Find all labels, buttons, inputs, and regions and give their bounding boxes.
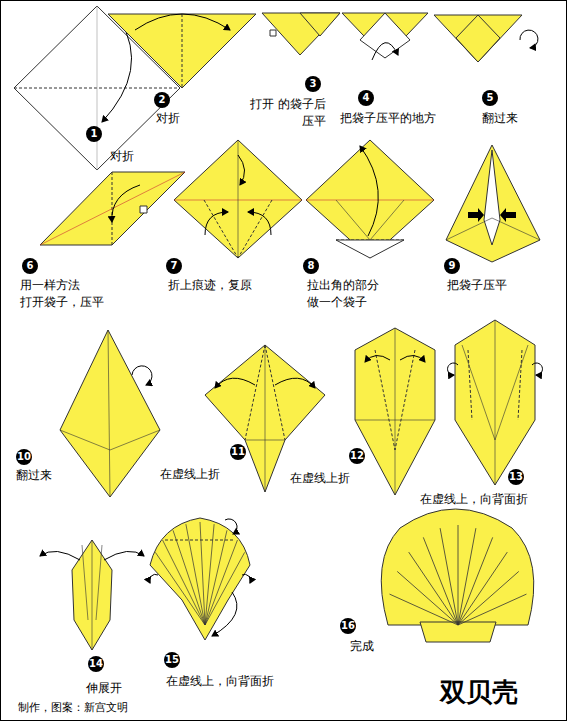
step-number: 7 [166,258,182,274]
step-number: 10 [16,449,32,465]
step-marker: 8拉出角的部分 做一个袋子 [303,258,319,274]
step-caption: 拉出角的部分 做一个袋子 [307,277,387,311]
step-caption: 伸展开 [86,680,122,697]
step-marker: 2对折 [154,92,170,108]
step-number: 8 [303,258,319,274]
step-number: 1 [86,126,102,142]
step-caption: 翻过来 [16,467,52,484]
step-marker: 5翻过来 [482,90,498,106]
step-marker: 10翻过来 [16,449,32,465]
step-caption: 在虚线上折 [290,470,350,487]
step-number: 16 [340,618,356,634]
step-number: 12 [349,448,365,464]
step-number: 5 [482,90,498,106]
step-caption: 对折 [110,148,134,165]
step-caption: 完成 [350,638,374,655]
step-caption: 在虚线上折 [160,466,220,483]
step-marker: 1对折 [86,126,102,142]
step-caption: 把袋子压平的地方 [340,110,436,127]
step-number: 6 [22,258,38,274]
step-number: 14 [88,656,104,672]
step-caption: 折上痕迹，复原 [168,277,252,294]
step-caption: 对折 [156,110,180,127]
step-caption: 在虚线上，向背面折 [166,673,274,690]
step-caption: 把袋子压平 [447,277,507,294]
step-caption: 打开 的袋子后 压平 [240,96,326,130]
step-caption: 用一样方法 打开袋子，压平 [20,277,110,311]
step-marker: 11在虚线上折 [230,444,246,460]
step-marker: 15在虚线上，向背面折 [164,652,180,668]
step-caption: 翻过来 [482,110,518,127]
step-caption: 在虚线上，向背面折 [420,491,528,508]
step-marker: 4把袋子压平的地方 [358,90,374,106]
step-number: 15 [164,652,180,668]
step-marker: 6用一样方法 打开袋子，压平 [22,258,38,274]
step-marker: 9把袋子压平 [444,258,460,274]
step-marker: 3打开 的袋子后 压平 [305,76,321,92]
step-number: 4 [358,90,374,106]
step-number: 9 [444,258,460,274]
title: 双贝壳 [440,675,518,710]
step-marker: 13在虚线上，向背面折 [508,469,524,485]
step-number: 3 [305,76,321,92]
step-marker: 14伸展开 [88,656,104,672]
step-marker: 12在虚线上折 [349,448,365,464]
step-number: 2 [154,92,170,108]
step-marker: 7折上痕迹，复原 [166,258,182,274]
credit-caption: 制作，图案：新宫文明 [18,700,128,715]
step-number: 13 [508,469,524,485]
step-marker: 16完成 [340,618,356,634]
step-number: 11 [230,444,246,460]
